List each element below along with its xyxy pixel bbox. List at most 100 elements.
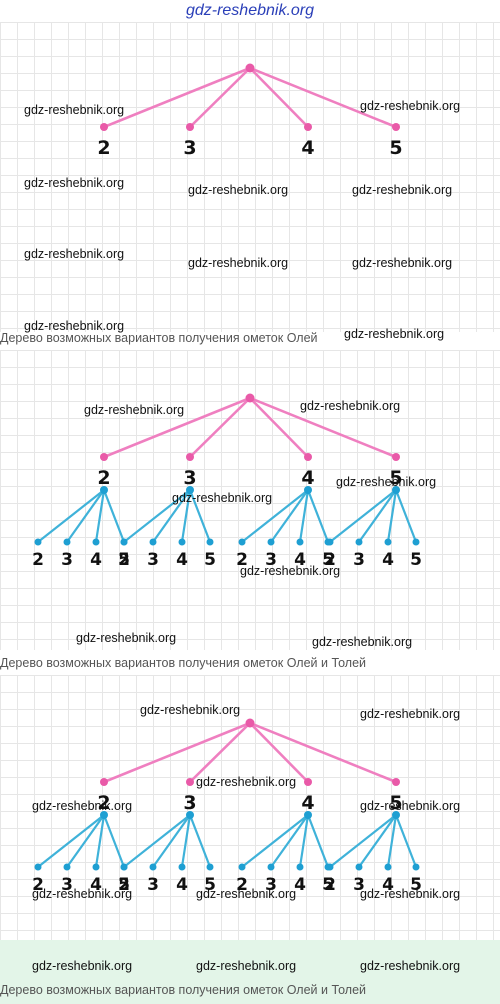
- tree-diagram-1: 2 3 4 5: [97, 63, 403, 159]
- label-level-1: 4: [301, 137, 314, 159]
- label-level-2: 2: [118, 875, 130, 895]
- watermark: gdz-reshebnik.org: [24, 247, 125, 261]
- diagram-panel-1: [0, 22, 500, 332]
- label-level-2: 3: [353, 550, 365, 570]
- edge-level-2: [94, 813, 106, 869]
- node-level-1: [304, 123, 312, 131]
- watermark: gdz-reshebnik.org: [312, 635, 413, 649]
- watermark: gdz-reshebnik.org: [24, 103, 125, 117]
- edge-level-2: [306, 488, 330, 544]
- caption-1: Дерево возможных вариантов получения оме…: [0, 331, 318, 345]
- node-level-2: [326, 863, 334, 871]
- label-level-2: 3: [61, 550, 73, 570]
- node-level-1: [100, 453, 108, 461]
- edge-level-2: [122, 488, 192, 544]
- label-level-1: 2: [97, 467, 110, 489]
- node-level-2: [206, 538, 214, 546]
- label-level-1: 2: [97, 137, 110, 159]
- edge-level-2: [328, 813, 398, 869]
- edge-level-2: [306, 813, 330, 869]
- edge-level-2: [240, 488, 310, 544]
- label-level-2: 3: [265, 875, 277, 895]
- watermark: gdz-reshebnik.org: [32, 887, 133, 901]
- label-level-2: 3: [265, 550, 277, 570]
- watermark: gdz-reshebnik.org: [300, 399, 401, 413]
- label-level-2: 4: [90, 875, 102, 895]
- edge-level-1: [102, 721, 252, 784]
- label-level-1: 2: [97, 792, 110, 814]
- label-level-2: 3: [353, 875, 365, 895]
- label-level-2: 2: [236, 550, 248, 570]
- node-level-2: [63, 538, 71, 546]
- edge-level-2: [151, 488, 192, 544]
- label-level-2: 5: [204, 875, 216, 895]
- node-level-1: [392, 778, 400, 786]
- label-level-2: 4: [176, 550, 188, 570]
- watermark: gdz-reshebnik.org: [24, 319, 125, 333]
- node-level-2: [355, 538, 363, 546]
- watermark: gdz-reshebnik.org: [360, 707, 461, 721]
- edge-level-2: [36, 813, 106, 869]
- label-level-2: 4: [382, 875, 394, 895]
- node-level-2: [149, 538, 157, 546]
- node-level-1: [100, 123, 108, 131]
- label-level-2: 5: [118, 550, 130, 570]
- edge-level-1: [102, 66, 252, 129]
- edge-level-2: [269, 813, 310, 869]
- edge-level-1: [248, 66, 398, 129]
- node-level-2: [296, 863, 304, 871]
- watermark: gdz-reshebnik.org: [240, 564, 341, 578]
- watermark: gdz-reshebnik.org: [32, 959, 133, 973]
- edge-level-2: [394, 813, 418, 869]
- label-level-2: 5: [322, 550, 334, 570]
- watermark: gdz-reshebnik.org: [360, 799, 461, 813]
- node-level-2: [267, 538, 275, 546]
- label-level-2: 4: [90, 550, 102, 570]
- label-level-1: 3: [183, 137, 196, 159]
- edge-level-1: [248, 66, 310, 129]
- edge-level-2: [269, 488, 310, 544]
- edge-level-2: [36, 488, 106, 544]
- label-level-1: 5: [389, 137, 402, 159]
- node-level-2: [92, 538, 100, 546]
- node-level-1-hub: [304, 811, 312, 819]
- node-level-1: [186, 453, 194, 461]
- node-level-2: [384, 538, 392, 546]
- watermark: gdz-reshebnik.org: [344, 327, 445, 341]
- label-level-1: 4: [301, 792, 314, 814]
- edge-level-2: [240, 813, 310, 869]
- watermark: gdz-reshebnik.org: [360, 99, 461, 113]
- watermark: gdz-reshebnik.org: [352, 256, 453, 270]
- label-level-2: 3: [147, 875, 159, 895]
- edge-level-2: [65, 813, 106, 869]
- watermark: gdz-reshebnik.org: [352, 183, 453, 197]
- watermark: gdz-reshebnik.org: [196, 775, 297, 789]
- edge-level-2: [357, 813, 398, 869]
- label-level-2: 2: [324, 875, 336, 895]
- label-level-2: 5: [410, 875, 422, 895]
- node-level-1-hub: [186, 811, 194, 819]
- node-level-1: [100, 778, 108, 786]
- label-level-1: 5: [389, 792, 402, 814]
- node-level-1: [186, 778, 194, 786]
- watermark: gdz-reshebnik.org: [24, 176, 125, 190]
- edge-level-1: [248, 396, 310, 459]
- label-level-2: 4: [294, 875, 306, 895]
- label-level-2: 4: [382, 550, 394, 570]
- node-level-2: [267, 863, 275, 871]
- edge-level-2: [394, 488, 418, 544]
- node-level-1-hub: [304, 486, 312, 494]
- node-level-2: [120, 863, 128, 871]
- label-level-1: 3: [183, 792, 196, 814]
- node-level-1-hub: [186, 486, 194, 494]
- label-level-1: 5: [389, 467, 402, 489]
- root-node: [245, 63, 255, 73]
- label-level-1: 3: [183, 467, 196, 489]
- root-node: [245, 393, 255, 403]
- node-level-2: [355, 863, 363, 871]
- edge-level-2: [188, 813, 212, 869]
- edge-level-2: [65, 488, 106, 544]
- caption-panel: [0, 940, 500, 1004]
- caption-2: Дерево возможных вариантов получения оме…: [0, 656, 367, 670]
- edge-level-1: [248, 396, 398, 459]
